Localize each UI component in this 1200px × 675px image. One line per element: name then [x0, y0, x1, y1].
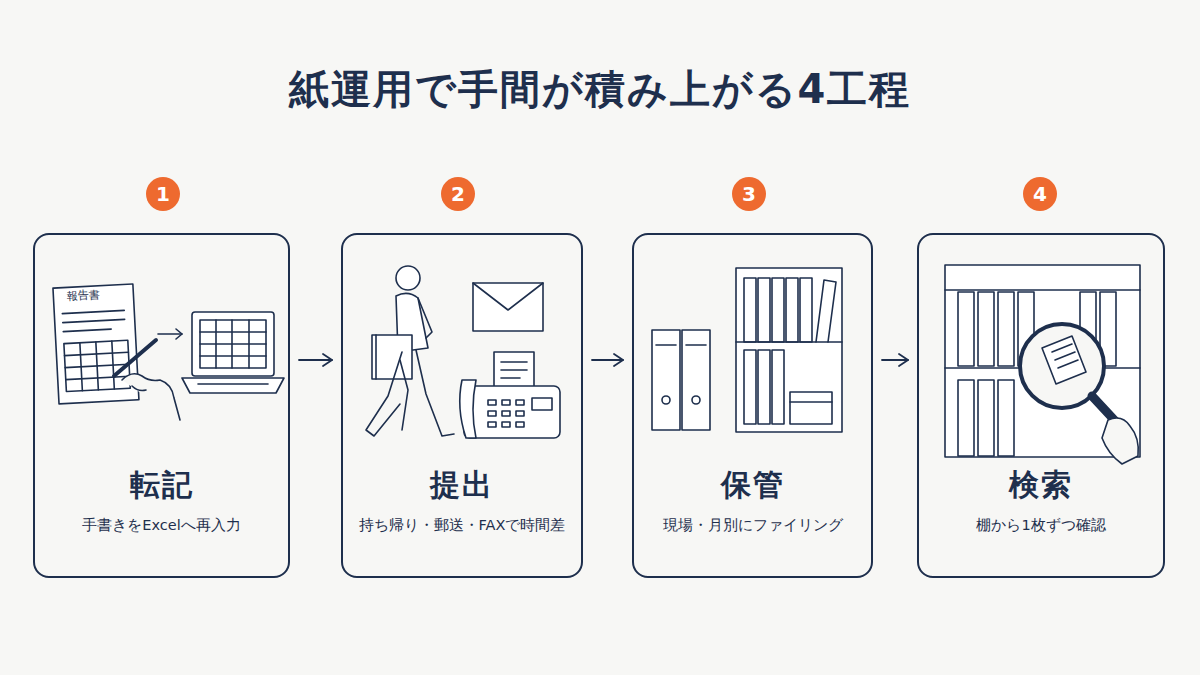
step-description: 現場・月別にファイリング [638, 515, 867, 535]
step-heading: 提出 [347, 465, 577, 505]
magnifier [1020, 324, 1138, 464]
arrow-line [592, 359, 623, 361]
fax-machine [460, 352, 560, 438]
flow-arrow [592, 354, 623, 366]
step-number: 4 [1023, 177, 1057, 211]
step-number: 1 [146, 177, 180, 211]
envelope [473, 283, 543, 331]
document-title: 報告書 [66, 287, 100, 304]
step-texts: 保管現場・月別にファイリング [638, 465, 867, 535]
arrow-line [882, 359, 908, 361]
report-paper [53, 284, 139, 404]
step-texts: 検索棚から1枚ずつ確認 [923, 465, 1159, 535]
walking-person [366, 266, 454, 436]
step-heading: 転記 [39, 465, 284, 505]
filing-shelf [736, 268, 842, 432]
step-number: 2 [441, 177, 475, 211]
arrow-head [614, 354, 623, 366]
step-number-text: 4 [1033, 184, 1047, 204]
arrow-head [323, 354, 332, 366]
step-description: 手書きをExcelへ再入力 [39, 515, 284, 535]
arrow-head [899, 354, 908, 366]
step-heading: 検索 [923, 465, 1159, 505]
step-description: 棚から1枚ずつ確認 [923, 515, 1159, 535]
step-heading: 保管 [638, 465, 867, 505]
step-description: 持ち帰り・郵送・FAXで時間差 [347, 515, 577, 535]
arrow-line [299, 359, 332, 361]
pen-hand [114, 340, 180, 420]
flow-arrow [299, 354, 332, 366]
diagram-title: 紙運用で手間が積み上がる4工程 [0, 62, 1200, 117]
step-number: 3 [732, 177, 766, 211]
step-texts: 転記手書きをExcelへ再入力 [39, 465, 284, 535]
step-number-text: 2 [451, 184, 465, 204]
step-number-text: 1 [156, 184, 170, 204]
flow-arrow [882, 354, 908, 366]
standing-binders [652, 330, 710, 430]
laptop [182, 312, 284, 393]
transfer-arrow [158, 329, 182, 339]
step-texts: 提出持ち帰り・郵送・FAXで時間差 [347, 465, 577, 535]
step-number-text: 3 [742, 184, 756, 204]
